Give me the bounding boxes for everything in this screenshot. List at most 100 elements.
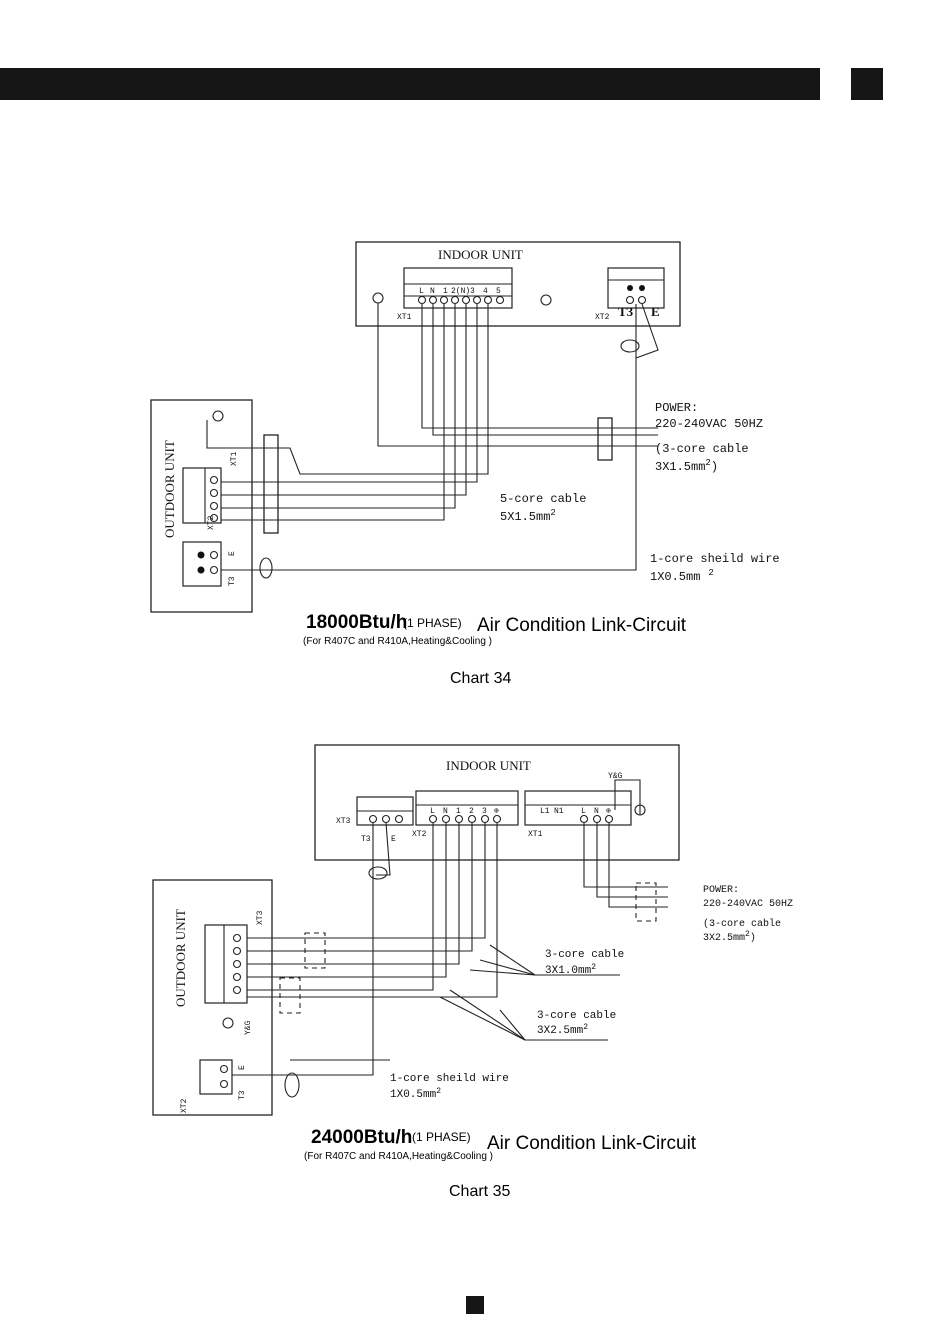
xt1-term-l: L	[581, 807, 586, 816]
xt2-label: XT2	[412, 830, 427, 839]
page-number-marker	[466, 1296, 484, 1314]
indoor-unit-label: INDOOR UNIT	[438, 247, 523, 262]
shield-ring-outdoor	[259, 557, 273, 579]
shield-wire-spec: 1X0.5mm2	[390, 1087, 441, 1101]
xt1-term-2n: 2(N)	[451, 287, 470, 296]
e-label: E	[391, 835, 396, 844]
outdoor-unit-label: OUTDOOR UNIT	[162, 440, 177, 538]
power-voltage: 220-240VAC 50HZ	[655, 417, 763, 431]
wiring-diagram-18000-svg: INDOOR UNIT L N 1 2(N) 3 4 5 XT1 XT2 T3 …	[150, 241, 780, 687]
outdoor-xt1-label: XT1	[230, 451, 239, 466]
caption-phase: (1 PHASE)	[403, 616, 462, 630]
cable-a-spec: 3X1.0mm2	[545, 963, 596, 977]
xt2-term-n: N	[443, 807, 448, 816]
outdoor-e-label: E	[238, 1065, 247, 1070]
outdoor-t3-block	[199, 1059, 233, 1095]
xt1-term-n1: N1	[554, 807, 564, 816]
outdoor-t3-label: T3	[228, 576, 237, 586]
xt1-term-4: 4	[483, 287, 488, 296]
outdoor-yg-label: Y&G	[244, 1020, 253, 1035]
caption-capacity: 24000Btu/h	[311, 1127, 412, 1148]
t3-dot-2	[639, 285, 645, 291]
caption-title: Air Condition Link-Circuit	[477, 615, 687, 636]
outdoor-xt2-label: XT2	[207, 515, 216, 530]
xt1-term-5: 5	[496, 287, 501, 296]
outdoor-t3-label: T3	[238, 1090, 247, 1100]
e-label: E	[651, 304, 660, 319]
caption-title: Air Condition Link-Circuit	[487, 1133, 697, 1154]
power-voltage: 220-240VAC 50HZ	[703, 899, 793, 910]
cable-b-spec: 3X2.5mm2	[537, 1023, 588, 1037]
xt2-term-ground: ⊕	[494, 807, 499, 816]
outdoor-ground-icon	[212, 410, 224, 422]
header-tab-marker	[851, 68, 883, 100]
t3-label: T3	[361, 835, 371, 844]
outdoor-xt2-label: XT2	[180, 1098, 189, 1113]
xt2-terminal-block	[607, 267, 665, 309]
cable-sleeve-power	[635, 882, 657, 922]
cable-sleeve-a	[304, 932, 326, 969]
power-cable-spec: 3X1.5mm2)	[655, 458, 718, 474]
outdoor-unit-box	[150, 399, 253, 613]
shield-wire-type: 1-core sheild wire	[390, 1073, 509, 1085]
xt1-term-3: 3	[470, 287, 475, 296]
power-label: POWER:	[703, 885, 739, 896]
outdoor-e-label: E	[228, 551, 237, 556]
chart-label: Chart 35	[449, 1183, 510, 1200]
indoor-unit-label: INDOOR UNIT	[446, 758, 531, 773]
t3-dot-1	[627, 285, 633, 291]
shield-wire-type: 1-core sheild wire	[650, 552, 780, 566]
wiring-diagram-18000: INDOOR UNIT L N 1 2(N) 3 4 5 XT1 XT2 T3 …	[0, 230, 950, 700]
power-cable-type: (3-core cable	[703, 918, 781, 930]
xt2-term-2: 2	[469, 807, 474, 816]
xt1-terminal-block	[524, 790, 632, 826]
xt1-term-n: N	[430, 287, 435, 296]
cable-sleeve-b	[279, 977, 301, 1014]
xt1-term-l1: L1	[540, 807, 550, 816]
yg-label: Y&G	[608, 772, 623, 781]
xt1-term-1: 1	[443, 287, 448, 296]
outdoor-xt1-block	[182, 467, 222, 524]
xt1-screws	[417, 295, 505, 305]
shield-ring-indoor	[620, 339, 640, 353]
outdoor-xt3-label: XT3	[256, 910, 265, 925]
power-label: POWER:	[655, 401, 698, 415]
wires-18000	[206, 303, 659, 579]
xt1-label: XT1	[528, 830, 543, 839]
xt2-term-3: 3	[482, 807, 487, 816]
caption-capacity: 18000Btu/h	[306, 612, 407, 633]
indoor-ground-icon-right	[540, 294, 552, 306]
xt1-label: XT1	[397, 313, 412, 322]
caption-subtitle: (For R407C and R410A,Heating&Cooling )	[303, 636, 492, 647]
xt2-label: XT2	[595, 313, 610, 322]
cable5-type: 5-core cable	[500, 492, 586, 506]
xt2-term-1: 1	[456, 807, 461, 816]
chart-label: Chart 34	[450, 670, 511, 687]
outdoor-ground-icon	[222, 1017, 234, 1029]
caption-subtitle: (For R407C and R410A,Heating&Cooling )	[304, 1151, 493, 1162]
cable-sleeve-5core	[263, 434, 279, 534]
shield-ring-outdoor	[284, 1072, 300, 1098]
t3-label: T3	[618, 304, 634, 319]
caption-phase: (1 PHASE)	[412, 1130, 471, 1144]
cable-a-type: 3-core cable	[545, 949, 624, 961]
wiring-diagram-24000: INDOOR UNIT Y&G XT3 T3 E L N 1 2 3 ⊕ XT2…	[0, 735, 950, 1205]
cable-b-type: 3-core cable	[537, 1010, 616, 1022]
xt2-term-l: L	[430, 807, 435, 816]
cable5-spec: 5X1.5mm2	[500, 508, 556, 524]
indoor-ground-icon-left	[372, 292, 384, 304]
shield-ring-indoor	[368, 866, 388, 880]
header-bar	[0, 68, 820, 100]
wiring-diagram-24000-svg: INDOOR UNIT Y&G XT3 T3 E L N 1 2 3 ⊕ XT2…	[152, 744, 793, 1200]
xt1-term-l: L	[419, 287, 424, 296]
outdoor-t3-block	[182, 541, 222, 587]
power-cable-spec: 3X2.5mm2)	[703, 930, 756, 944]
xt1-term-n: N	[594, 807, 599, 816]
xt3-label: XT3	[336, 817, 351, 826]
indoor-unit-box	[355, 241, 681, 327]
cable-sleeve-power	[597, 417, 613, 461]
power-cable-type: (3-core cable	[655, 442, 749, 456]
xt1-term-ground: ⊕	[606, 807, 611, 816]
wires-24000	[232, 779, 668, 1098]
